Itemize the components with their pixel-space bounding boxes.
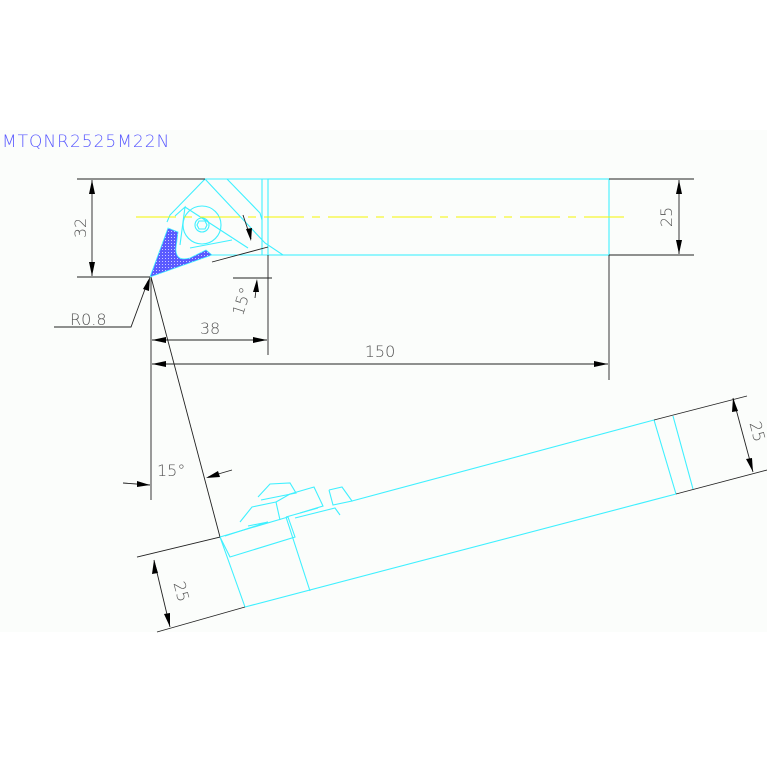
dimension-lines-top xyxy=(54,178,694,538)
tool-head-outline xyxy=(166,178,284,256)
dimension-lines-side xyxy=(136,395,767,633)
insert-hatched xyxy=(149,227,213,278)
dim-side-angle: 15° xyxy=(228,285,255,318)
dim-shank-width-left: 25 xyxy=(170,579,194,604)
dim-head-length: 38 xyxy=(200,319,220,338)
dim-nose-radius: R0.8 xyxy=(70,310,107,329)
drawing-sheet xyxy=(0,130,767,632)
dim-head-height: 32 xyxy=(71,218,90,238)
side-shank-outline xyxy=(219,415,694,608)
top-view: 32 25 15° R0.8 38 150 xyxy=(54,178,694,538)
dim-overall-length: 150 xyxy=(365,342,396,361)
drawing-title: MTQNR2525M22N xyxy=(2,132,171,152)
dim-shank-height-top: 25 xyxy=(657,207,676,227)
dim-shank-width-right: 25 xyxy=(746,419,767,444)
dim-lead-angle: 15° xyxy=(157,461,185,480)
side-view: 15° 25 25 xyxy=(136,395,767,633)
